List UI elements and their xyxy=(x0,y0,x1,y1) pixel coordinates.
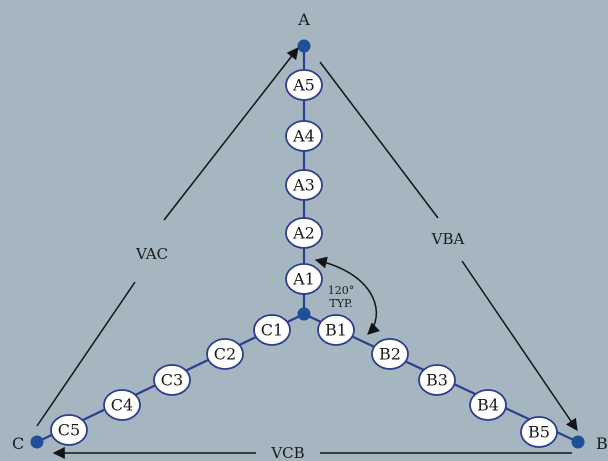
angle-label-typ: TYP. xyxy=(329,297,352,310)
cell-c4-label: C4 xyxy=(111,396,133,415)
cell-b4 xyxy=(469,389,507,421)
angle-arc xyxy=(314,256,380,335)
vba-arrow-upper xyxy=(319,61,439,219)
cell-a5-label: A5 xyxy=(292,76,315,95)
cell-b1-label: B1 xyxy=(325,321,347,340)
neutral-node xyxy=(297,307,311,321)
vba-label: VBA xyxy=(431,230,465,248)
phase-c-cells: C1 C2 C3 C4 C5 xyxy=(50,314,291,446)
cell-b1 xyxy=(317,314,355,346)
cell-b5-label: B5 xyxy=(528,423,550,442)
cell-b3-label: B3 xyxy=(426,371,448,390)
terminal-a-node xyxy=(297,39,311,53)
cell-a3 xyxy=(285,169,323,201)
cell-a2-label: A2 xyxy=(292,224,315,243)
cell-a1-label: A1 xyxy=(292,270,315,289)
cell-b2 xyxy=(371,338,409,370)
cell-c3-label: C3 xyxy=(161,371,183,390)
cell-a5 xyxy=(285,69,323,101)
cell-b3 xyxy=(418,364,456,396)
phase-b-cells: B1 B2 B3 B4 B5 xyxy=(317,314,558,448)
terminal-c-label: C xyxy=(12,434,24,453)
cell-c2-label: C2 xyxy=(214,345,236,364)
cell-a3-label: A3 xyxy=(292,176,315,195)
cell-b5 xyxy=(520,416,558,448)
vac-label: VAC xyxy=(135,245,168,263)
cell-c4 xyxy=(103,389,141,421)
angle-label-value: 120° xyxy=(328,284,355,297)
terminal-b-node xyxy=(571,435,585,449)
terminal-a-label: A xyxy=(297,10,310,29)
vac-arrow-lower xyxy=(36,281,136,427)
cell-c1-label: C1 xyxy=(261,321,283,340)
cell-c1 xyxy=(253,314,291,346)
cell-b4-label: B4 xyxy=(477,396,499,415)
vba-arrow-lower xyxy=(461,260,578,431)
cell-c5-label: C5 xyxy=(58,421,80,440)
cell-a4 xyxy=(285,120,323,152)
cell-c5 xyxy=(50,414,88,446)
terminal-c-node xyxy=(30,435,44,449)
cell-a4-label: A4 xyxy=(292,127,315,146)
cell-a1 xyxy=(285,263,323,295)
vcb-label: VCB xyxy=(270,444,304,461)
cell-c2 xyxy=(206,338,244,370)
phase-a-cells: A5 A4 A3 A2 A1 xyxy=(285,69,323,295)
cell-a2 xyxy=(285,217,323,249)
vac-arrow-upper xyxy=(163,47,299,221)
cell-c3 xyxy=(153,364,191,396)
cell-b2-label: B2 xyxy=(379,345,401,364)
terminal-b-label: B xyxy=(596,434,608,453)
